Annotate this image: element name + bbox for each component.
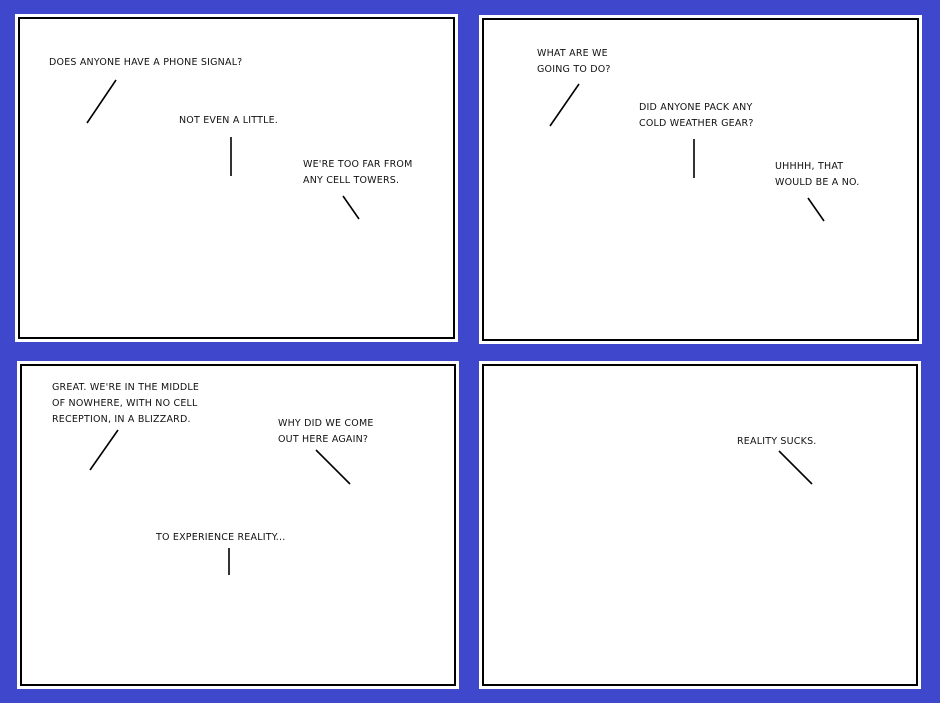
speech-text: DOES ANYONE HAVE A PHONE SIGNAL?	[49, 57, 243, 68]
speech-pointer	[549, 83, 580, 127]
speech-pointer	[89, 429, 119, 471]
speech-text: GREAT. WE'RE IN THE MIDDLE OF NOWHERE, W…	[52, 382, 200, 425]
speech-pointers	[549, 83, 825, 222]
speech-text: UHHHH, THAT WOULD BE A NO.	[775, 161, 860, 188]
speech-pointer	[342, 195, 360, 220]
speech-text: NOT EVEN A LITTLE.	[179, 115, 279, 126]
speech-text: DID ANYONE PACK ANY COLD WEATHER GEAR?	[639, 102, 754, 129]
speech-pointer	[315, 449, 351, 485]
speech-text: WHY DID WE COME OUT HERE AGAIN?	[278, 418, 374, 445]
speech-pointers	[89, 429, 351, 575]
comic-panel-2: WHAT ARE WE GOING TO DO? DID ANYONE PACK…	[479, 15, 922, 344]
comic-panel-1: DOES ANYONE HAVE A PHONE SIGNAL? NOT EVE…	[15, 14, 458, 342]
speech-pointer	[86, 79, 117, 124]
speech-pointer	[807, 197, 825, 222]
speech-text: REALITY SUCKS.	[737, 436, 817, 447]
speech-pointers	[778, 450, 813, 485]
speech-text: WHAT ARE WE GOING TO DO?	[537, 48, 611, 75]
comic-panel-4: REALITY SUCKS.	[479, 361, 921, 689]
speech-pointer	[778, 450, 813, 485]
comic-panel-3: GREAT. WE'RE IN THE MIDDLE OF NOWHERE, W…	[17, 361, 459, 689]
speech-pointers	[86, 79, 360, 220]
speech-text: TO EXPERIENCE REALITY...	[156, 532, 286, 543]
speech-text: WE'RE TOO FAR FROM ANY CELL TOWERS.	[303, 159, 413, 186]
